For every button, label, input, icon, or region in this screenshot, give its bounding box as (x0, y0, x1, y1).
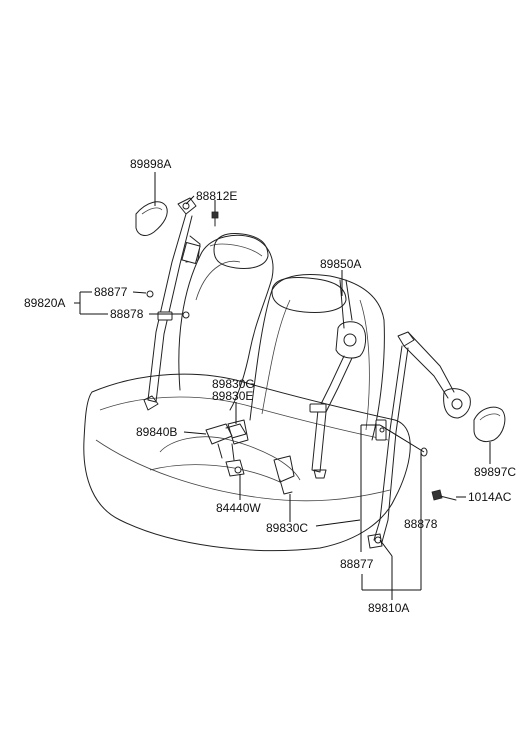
clip-icon (146, 290, 154, 298)
label-89897c: 89897C (474, 465, 516, 479)
leader-lines (74, 172, 491, 600)
label-88812e: 88812E (196, 189, 237, 203)
label-88877-right: 88877 (340, 557, 374, 571)
bolt-icon (211, 211, 219, 227)
label-88878-right: 88878 (404, 517, 438, 531)
seat-belt-icon (135, 197, 201, 411)
label-89830c: 89830C (266, 521, 308, 535)
bolt-right-icon (431, 489, 457, 501)
label-88878-left: 88878 (110, 307, 144, 321)
label-89830g: 89830G (212, 377, 255, 391)
label-89840b: 89840B (136, 425, 177, 439)
label-89820a: 89820A (24, 296, 65, 310)
trim-cover-left (135, 201, 168, 236)
part-labels: 89898A 88812E 89820A 88877 88878 89850A … (24, 157, 516, 615)
label-89898a: 89898A (130, 157, 171, 171)
right-belt-icon (367, 331, 471, 549)
label-89850a: 89850A (320, 257, 361, 271)
buckle-icon (205, 419, 295, 495)
label-84440w: 84440W (216, 501, 261, 515)
label-1014ac: 1014AC (468, 490, 512, 504)
label-89810a: 89810A (368, 601, 409, 615)
label-89830e: 89830E (212, 389, 253, 403)
trim-cover-right-icon (473, 406, 506, 443)
center-belt-icon (309, 279, 367, 479)
label-88877-left: 88877 (94, 285, 128, 299)
